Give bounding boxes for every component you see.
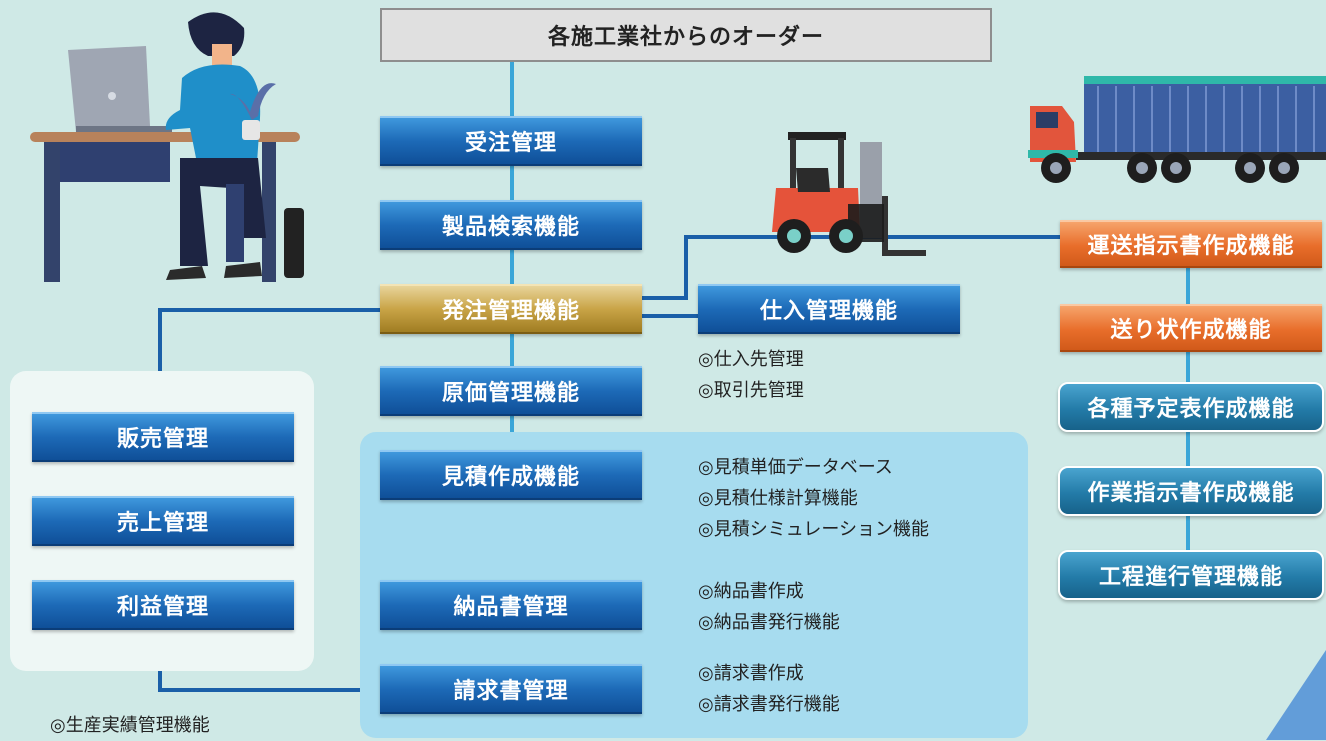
purchasing-box: 仕入管理機能 <box>698 284 960 334</box>
note-line: ◎取引先管理 <box>698 380 804 401</box>
note-line: ◎納品書作成 <box>698 581 804 602</box>
purchase-order-box: 発注管理機能 <box>380 284 642 334</box>
order-source-box: 各施工業社からのオーダー <box>380 8 992 62</box>
container-truck-icon <box>1028 76 1326 183</box>
sales-management-box: 販売管理 <box>32 412 294 462</box>
purchasing-notes: ◎仕入先管理 ◎取引先管理 <box>698 344 804 406</box>
estimate-notes: ◎見積単価データベース ◎見積仕様計算機能 ◎見積シミュレーション機能 <box>698 452 929 545</box>
delivery-notes: ◎納品書作成 ◎納品書発行機能 <box>698 576 840 638</box>
note-line: ◎請求書発行機能 <box>698 694 840 715</box>
cost-management-box: 原価管理機能 <box>380 366 642 416</box>
estimate-box: 見積作成機能 <box>380 450 642 500</box>
forklift-icon <box>772 132 926 256</box>
note-line: ◎見積単価データベース <box>698 457 893 478</box>
office-worker-icon <box>30 12 304 282</box>
note-line: ◎見積シミュレーション機能 <box>698 519 929 540</box>
process-progress-box: 工程進行管理機能 <box>1058 550 1324 600</box>
order-management-box: 受注管理 <box>380 116 642 166</box>
note-line: ◎仕入先管理 <box>698 349 804 370</box>
note-line: ◎請求書作成 <box>698 663 804 684</box>
revenue-management-box: 売上管理 <box>32 496 294 546</box>
transport-instruction-box: 運送指示書作成機能 <box>1060 220 1322 268</box>
delivery-note-box: 納品書管理 <box>380 580 642 630</box>
invoice-box: 請求書管理 <box>380 664 642 714</box>
invoice-slip-box: 送り状作成機能 <box>1060 304 1322 352</box>
note-line: ◎納品書発行機能 <box>698 612 840 633</box>
product-search-box: 製品検索機能 <box>380 200 642 250</box>
note-line: ◎見積仕様計算機能 <box>698 488 858 509</box>
invoice-notes: ◎請求書作成 ◎請求書発行機能 <box>698 658 840 720</box>
production-note: ◎生産実績管理機能 <box>50 715 210 736</box>
schedule-box: 各種予定表作成機能 <box>1058 382 1324 432</box>
work-instruction-box: 作業指示書作成機能 <box>1058 466 1324 516</box>
profit-management-box: 利益管理 <box>32 580 294 630</box>
